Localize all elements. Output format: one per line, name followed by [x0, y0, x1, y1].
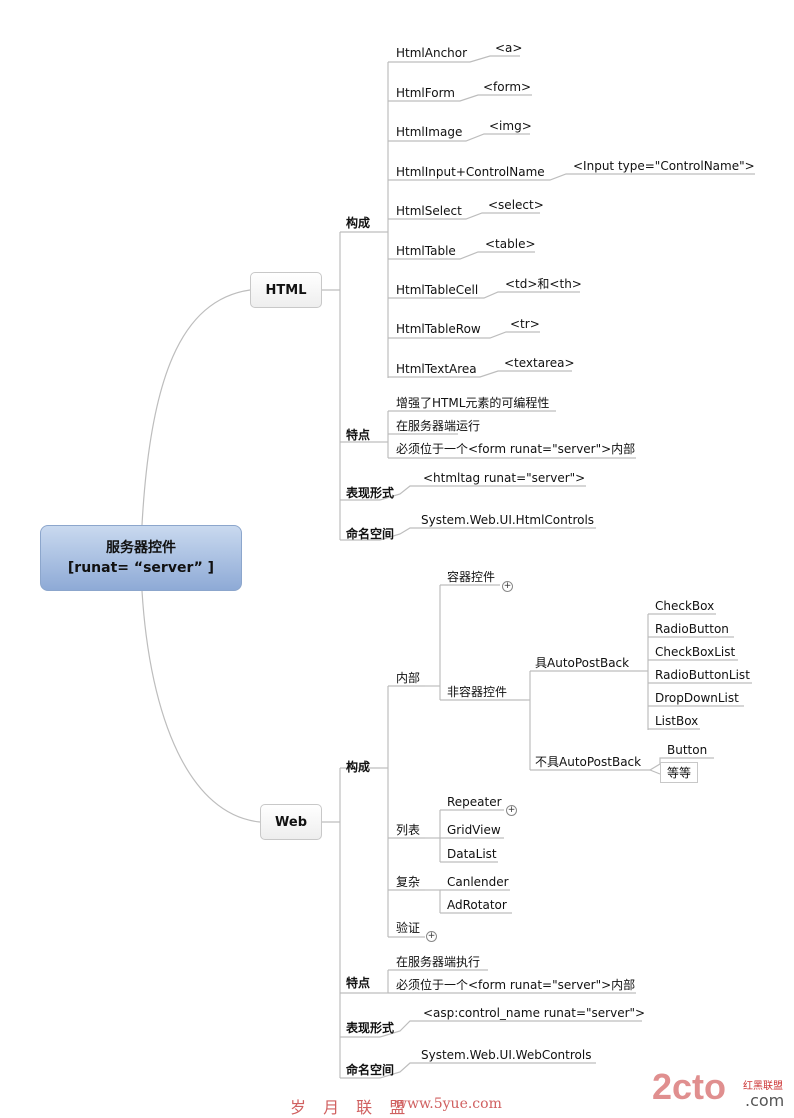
control-item[interactable]: CheckBoxList	[655, 645, 736, 659]
html-item-tag[interactable]: <textarea>	[504, 356, 575, 370]
html-item-name[interactable]: HtmlTableRow	[396, 322, 481, 336]
expand-plus-icon[interactable]: +	[502, 581, 513, 592]
html-item-tag[interactable]: <table>	[485, 237, 536, 251]
without-autopostback-label[interactable]: 不具AutoPostBack	[535, 755, 642, 769]
watermark-text: 岁 月 联 盟	[290, 1098, 412, 1117]
watermark-url: www.5yue.com	[395, 1096, 502, 1112]
html-node-label: HTML	[265, 282, 307, 298]
html-item-name[interactable]: HtmlSelect	[396, 204, 462, 218]
html-item-name[interactable]: HtmlTable	[396, 244, 456, 258]
watermark-logo-domain: .com	[745, 1091, 785, 1110]
html-item-name[interactable]: HtmlTableCell	[396, 283, 479, 297]
expand-plus-icon[interactable]: +	[426, 931, 437, 942]
watermark-logo: 2cto	[652, 1066, 727, 1107]
root-node[interactable]: 服务器控件 [runat= “server” ]	[40, 525, 242, 591]
list-item[interactable]: GridView	[447, 823, 501, 837]
web-namespace-label[interactable]: 命名空间	[346, 1063, 395, 1077]
web-namespace-value[interactable]: System.Web.UI.WebControls	[421, 1048, 592, 1062]
web-form-value[interactable]: <asp:control_name runat="server">	[423, 1006, 646, 1020]
control-item[interactable]: CheckBox	[655, 599, 715, 613]
control-item[interactable]: DropDownList	[655, 691, 739, 705]
html-namespace-value[interactable]: System.Web.UI.HtmlControls	[421, 513, 595, 527]
html-node[interactable]: HTML	[250, 272, 322, 308]
web-internal-label[interactable]: 内部	[396, 671, 421, 685]
html-composition-label[interactable]: 构成	[346, 216, 371, 230]
watermark-logo-sub: 红黑联盟	[743, 1081, 783, 1092]
with-autopostback-label[interactable]: 具AutoPostBack	[535, 656, 630, 670]
html-item-name[interactable]: HtmlInput+ControlName	[396, 165, 545, 179]
html-features-label[interactable]: 特点	[346, 428, 371, 442]
web-node-label: Web	[275, 814, 307, 830]
web-noncontainer-label[interactable]: 非容器控件	[447, 685, 508, 699]
web-node[interactable]: Web	[260, 804, 322, 840]
html-item-name[interactable]: HtmlTextArea	[396, 362, 477, 376]
web-feature-item[interactable]: 在服务器端执行	[396, 955, 481, 969]
html-form-value[interactable]: <htmltag runat="server">	[423, 471, 586, 485]
html-feature-item[interactable]: 在服务器端运行	[396, 419, 481, 433]
html-item-tag[interactable]: <select>	[488, 198, 544, 212]
web-composition-label[interactable]: 构成	[346, 760, 371, 774]
html-item-tag[interactable]: <img>	[489, 119, 532, 133]
html-item-name[interactable]: HtmlImage	[396, 125, 463, 139]
html-feature-item[interactable]: 增强了HTML元素的可编程性	[396, 396, 550, 410]
root-title: 服务器控件	[106, 540, 176, 556]
complex-item[interactable]: AdRotator	[447, 898, 507, 912]
html-namespace-label[interactable]: 命名空间	[346, 527, 395, 541]
web-form-label[interactable]: 表现形式	[346, 1021, 395, 1035]
web-features-label[interactable]: 特点	[346, 976, 371, 990]
html-item-tag[interactable]: <td>和<th>	[505, 277, 582, 291]
html-item-name[interactable]: HtmlAnchor	[396, 46, 468, 60]
html-item-tag[interactable]: <tr>	[510, 317, 540, 331]
web-container-label[interactable]: 容器控件	[447, 570, 496, 584]
root-subtitle: [runat= “server” ]	[67, 560, 215, 576]
html-item-tag[interactable]: <a>	[495, 41, 523, 55]
control-item[interactable]: ListBox	[655, 714, 699, 728]
html-item-tag[interactable]: <Input type="ControlName">	[573, 159, 755, 173]
list-item[interactable]: DataList	[447, 847, 497, 861]
complex-item[interactable]: Canlender	[447, 875, 509, 889]
control-item-etc[interactable]: 等等	[660, 762, 699, 783]
control-item[interactable]: Button	[667, 743, 708, 757]
html-form-label[interactable]: 表现形式	[346, 486, 395, 500]
web-list-label[interactable]: 列表	[396, 823, 421, 837]
control-item[interactable]: RadioButtonList	[655, 668, 750, 682]
expand-plus-icon[interactable]: +	[506, 805, 517, 816]
html-item-tag[interactable]: <form>	[483, 80, 532, 94]
list-item[interactable]: Repeater	[447, 795, 502, 809]
html-feature-item[interactable]: 必须位于一个<form runat="server">内部	[396, 442, 636, 456]
web-complex-label[interactable]: 复杂	[396, 875, 421, 889]
control-item[interactable]: RadioButton	[655, 622, 729, 636]
web-feature-item[interactable]: 必须位于一个<form runat="server">内部	[396, 978, 636, 992]
web-validation-label[interactable]: 验证	[396, 921, 421, 935]
html-item-name[interactable]: HtmlForm	[396, 86, 455, 100]
